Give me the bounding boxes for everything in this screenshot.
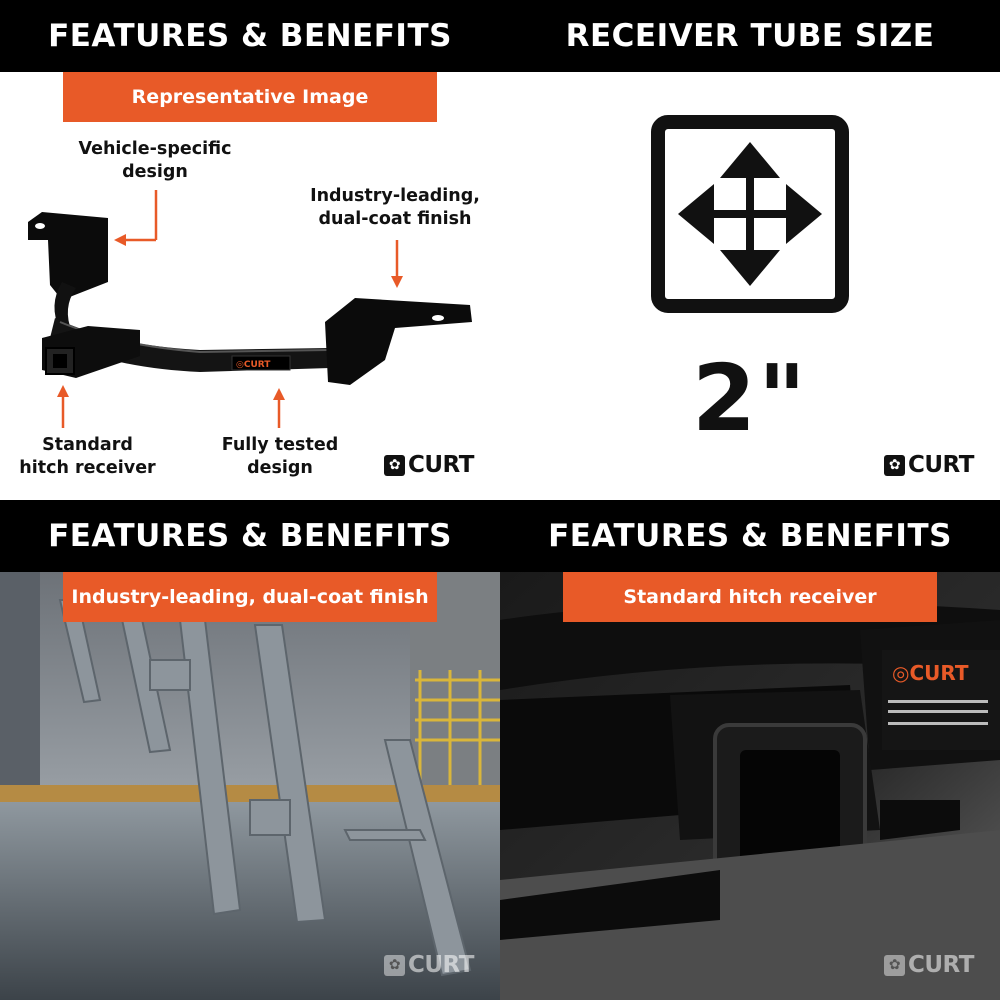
- curt-logo-icon: ✿: [384, 454, 405, 476]
- curt-logo: ✿ CURT: [384, 952, 474, 978]
- four-way-arrows-icon: [651, 115, 849, 313]
- curt-logo-icon: ✿: [884, 954, 905, 976]
- panel-header: FEATURES & BENEFITS: [0, 0, 500, 72]
- receiver-size-panel: RECEIVER TUBE SIZE 2" ✿ CURT: [500, 0, 1000, 500]
- callout-vehicle-specific: Vehicle-specific design: [78, 139, 232, 182]
- representative-image-tag: Representative Image: [63, 72, 437, 122]
- panel-header: FEATURES & BENEFITS: [0, 500, 500, 572]
- receiver-photo-panel: ◎CURT FEATURES & BENEFITS Standard hitch…: [500, 500, 1000, 1000]
- coating-photo-panel: FEATURES & BENEFITS Industry-leading, du…: [0, 500, 500, 1000]
- callout-fully-tested: Fully tested design: [221, 435, 339, 478]
- hitch-illustration: ◎CURT: [28, 190, 472, 428]
- receiver-tag: Standard hitch receiver: [563, 572, 937, 622]
- receiver-closeup-photo: ◎CURT: [500, 572, 1000, 1000]
- finish-tag: Industry-leading, dual-coat finish: [63, 572, 437, 622]
- svg-text:◎CURT: ◎CURT: [892, 661, 969, 685]
- receiver-size-value: 2": [692, 345, 808, 452]
- curt-logo: ✿ CURT: [884, 952, 974, 978]
- svg-text:◎CURT: ◎CURT: [236, 360, 271, 370]
- features-panel-hitch: FEATURES & BENEFITS Representative Image…: [0, 0, 500, 500]
- panel-header: RECEIVER TUBE SIZE: [500, 0, 1000, 72]
- curt-logo: ✿ CURT: [384, 452, 474, 478]
- curt-logo-icon: ✿: [384, 954, 405, 976]
- curt-logo-icon: ✿: [884, 454, 905, 476]
- curt-logo: ✿ CURT: [884, 452, 974, 478]
- callout-standard-receiver: Standard hitch receiver: [19, 435, 156, 478]
- callout-finish: Industry-leading, dual-coat finish: [310, 186, 480, 229]
- panel-header: FEATURES & BENEFITS: [500, 500, 1000, 572]
